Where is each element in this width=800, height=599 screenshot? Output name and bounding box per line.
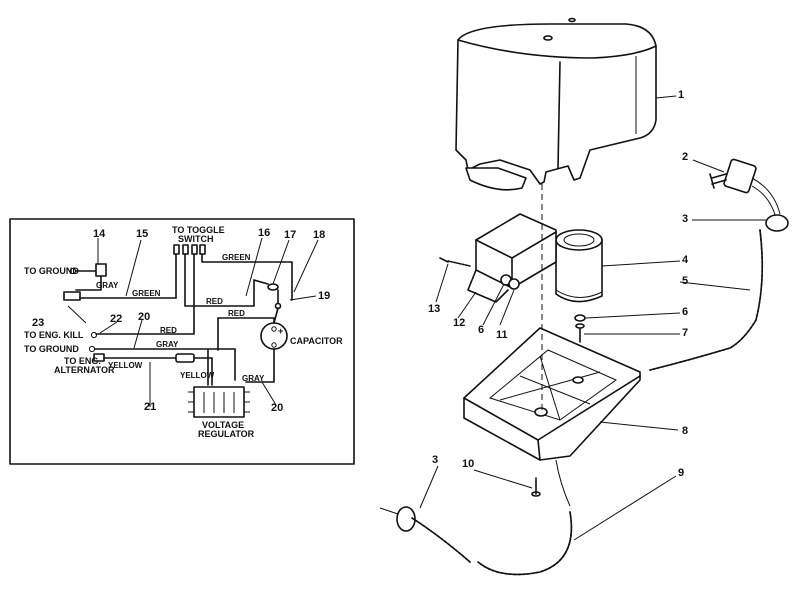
washer-part-6 [574, 314, 586, 322]
callout-23: 23 [32, 317, 45, 329]
wire-label-yellow-left: YELLOW [108, 361, 143, 370]
callout-13: 13 [428, 303, 441, 315]
callout-9: 9 [678, 467, 685, 479]
capacitor-label: CAPACITOR [290, 336, 343, 346]
callout-3a: 3 [682, 213, 689, 225]
wire-label-red-lower: RED [160, 326, 177, 335]
schematic-leaders [67, 237, 319, 407]
conduit-top-right [649, 214, 789, 371]
conduit-part-9 [477, 459, 573, 576]
connector-23 [63, 291, 81, 301]
callout-3b: 3 [432, 454, 439, 466]
callout-2: 2 [682, 151, 689, 163]
capacitor-part-4 [555, 229, 603, 303]
screw-part-10 [531, 477, 541, 497]
capacitor-plus-sign: + [278, 326, 284, 336]
grommet-part-3 [765, 214, 789, 232]
wire-label-yellow-mid: YELLOW [180, 371, 215, 380]
callout-19: 19 [318, 290, 331, 302]
nut-part-11 [508, 278, 520, 290]
wire-label-red-upper: RED [228, 309, 245, 318]
wire-label-gray-top: GRAY [96, 281, 119, 290]
cover-part-1 [455, 17, 657, 191]
callout-4: 4 [682, 254, 689, 266]
screw-part-7 [575, 323, 585, 343]
wire-label-green-top: GREEN [222, 253, 251, 262]
callout-11: 11 [496, 329, 508, 341]
callout-20b: 20 [271, 402, 284, 414]
callout-5: 5 [682, 275, 689, 287]
callout-8: 8 [682, 425, 689, 437]
to-ground-top-label: TO GROUND [24, 266, 79, 276]
to-toggle-switch-label-1: TO TOGGLE [172, 225, 225, 235]
callout-18: 18 [313, 229, 326, 241]
ground-lug [95, 263, 107, 277]
wire-label-gray-right: GRAY [242, 374, 265, 383]
callout-22: 22 [110, 313, 123, 325]
inline-fuse [267, 283, 279, 291]
base-tray-part-8 [463, 327, 641, 461]
callout-17: 17 [284, 229, 297, 241]
wire-label-red-mid: RED [206, 297, 223, 306]
callout-20a: 20 [138, 311, 151, 323]
callout-6b: 6 [682, 306, 689, 318]
voltage-regulator [193, 386, 245, 418]
to-toggle-switch-label-2: SWITCH [178, 234, 214, 244]
wire-label-gray-lower: GRAY [156, 340, 179, 349]
voltage-regulator-label-2: REGULATOR [198, 429, 255, 439]
callout-21: 21 [144, 401, 157, 413]
to-eng-kill-label: TO ENG. KILL [24, 330, 84, 340]
to-eng-alternator-label-1: TO ENG. [64, 356, 101, 366]
wire-label-green-mid: GREEN [132, 289, 161, 298]
switch-connector-3 [191, 244, 198, 255]
eng-kill-terminal [90, 331, 98, 339]
schematic-frame [9, 218, 355, 465]
conduit-bottom-left [379, 506, 471, 563]
screw-part-13 [439, 257, 471, 267]
callout-1: 1 [678, 89, 685, 101]
callout-14: 14 [93, 228, 106, 240]
callout-6a: 6 [478, 324, 485, 336]
toggle-switch-part-2 [709, 158, 781, 219]
voltage-regulator-label-1: VOLTAGE [202, 420, 245, 430]
callout-16: 16 [258, 227, 271, 239]
callout-15: 15 [136, 228, 149, 240]
yellow-wire-connector [175, 353, 195, 363]
to-eng-alternator-label-2: ALTERNATOR [54, 365, 115, 375]
schematic-wiring [63, 244, 293, 418]
callout-10: 10 [462, 458, 475, 470]
switch-connector-2 [182, 244, 189, 255]
exploded-leaders [419, 95, 766, 541]
callout-7: 7 [682, 327, 689, 339]
callout-12: 12 [453, 317, 466, 329]
to-ground-bottom-label: TO GROUND [24, 344, 79, 354]
cover-lip [465, 167, 527, 191]
ground-terminal-bottom [88, 345, 96, 353]
regulator-block-part-12 [467, 213, 557, 303]
switch-connector-1 [173, 244, 180, 255]
switch-connector-4 [199, 244, 206, 255]
